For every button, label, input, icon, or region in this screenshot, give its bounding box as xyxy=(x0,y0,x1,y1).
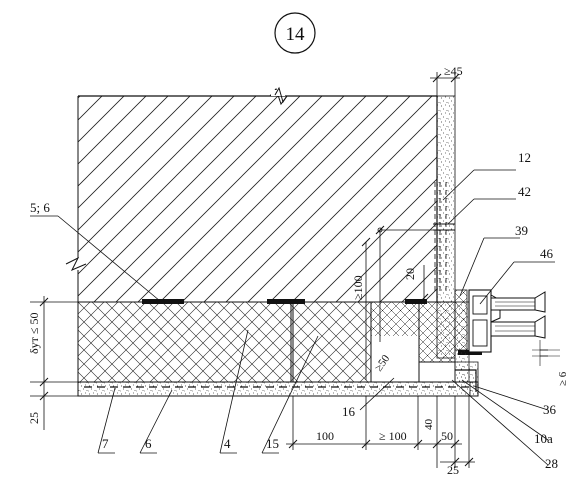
label-46: 46 xyxy=(540,246,554,261)
label-12: 12 xyxy=(518,150,531,165)
label-5-6: 5; 6 xyxy=(30,200,50,215)
leader-lines xyxy=(30,169,555,466)
anchor-dowels xyxy=(433,182,455,292)
corner-profile xyxy=(340,369,477,392)
label-15: 15 xyxy=(266,436,279,451)
detail-number: 14 xyxy=(286,24,306,45)
dim-left-delta: δут ≤ 50 xyxy=(27,313,41,354)
adhesive-strip-1 xyxy=(142,299,184,304)
label-20: 20 xyxy=(403,268,417,280)
detail-number-marker: 14 xyxy=(274,12,316,54)
insulation-slab-4 xyxy=(77,301,292,383)
break-lines xyxy=(65,86,288,271)
label-16: 16 xyxy=(342,404,356,419)
dim-left-25: 25 xyxy=(27,412,41,424)
label-42: 42 xyxy=(518,184,531,199)
label-36: 36 xyxy=(543,402,557,417)
concrete-hatch xyxy=(78,96,437,302)
label-7: 7 xyxy=(102,436,109,451)
glazing-bottom xyxy=(490,321,536,337)
dim-bottom-50: 50 xyxy=(441,429,453,443)
small-dimension-6 xyxy=(532,340,560,366)
label-6: 6 xyxy=(145,436,152,451)
callout-labels: 5; 6 12 42 39 46 20 ≥100 ≥50 ≥ 6 36 10а … xyxy=(30,150,569,471)
label-10a: 10а xyxy=(534,431,553,446)
label-39: 39 xyxy=(515,223,528,238)
render-coat xyxy=(77,381,479,397)
window-frame xyxy=(454,289,548,357)
dim-bottom-100: 100 xyxy=(316,429,334,443)
bottom-dimensions: 100 ≥ 100 40 50 25 xyxy=(286,396,475,477)
left-dimension: δут ≤ 50 25 xyxy=(27,296,78,430)
glazing-top xyxy=(490,297,536,311)
dim-bottom-ge100: ≥ 100 xyxy=(379,429,407,443)
dim-bottom-40: 40 xyxy=(423,419,435,431)
label-ge6: ≥ 6 xyxy=(557,371,569,386)
label-4: 4 xyxy=(224,436,231,451)
label-ge100-vertical: ≥100 xyxy=(351,275,365,300)
insulation-layer xyxy=(77,301,456,383)
adhesive-strip-3 xyxy=(405,299,427,304)
dim-top-45: ≥45 xyxy=(444,64,463,78)
left-break-line xyxy=(65,256,87,271)
insulation-reveal xyxy=(418,301,456,363)
insulation-slab-15 xyxy=(290,301,372,383)
adhesive-strip-2 xyxy=(267,299,305,304)
concrete-wall xyxy=(77,95,438,302)
label-28: 28 xyxy=(545,456,558,471)
vertical-dimension-100 xyxy=(361,225,435,380)
dim-bottom-25: 25 xyxy=(447,463,459,477)
detail-number-circle xyxy=(274,12,316,54)
foam-seal xyxy=(454,289,468,351)
top-dimension: ≥45 xyxy=(430,64,463,96)
